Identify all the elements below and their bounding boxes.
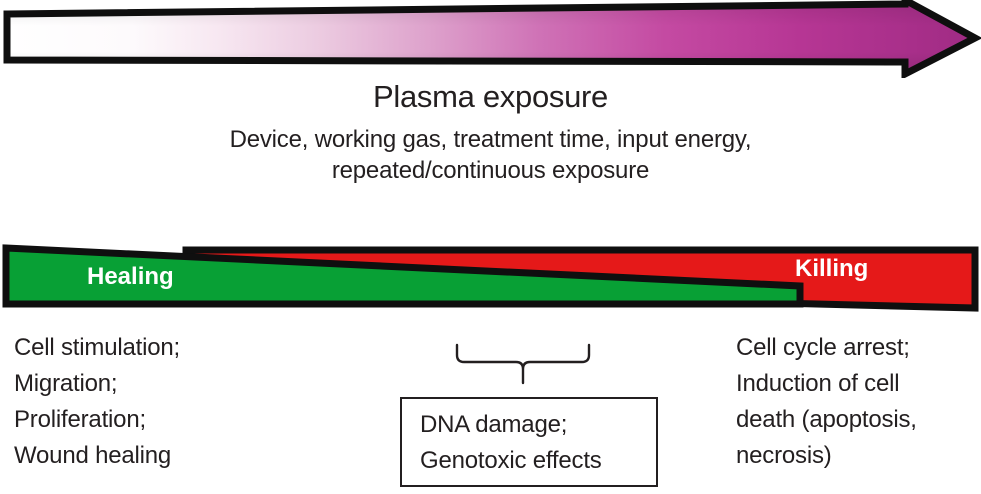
healing-effects-list: Cell stimulation; Migration; Proliferati… (14, 330, 344, 474)
curly-brace-icon (452, 342, 594, 386)
intermediate-effects-box: DNA damage; Genotoxic effects (400, 397, 658, 487)
list-item: Migration; (14, 370, 118, 397)
brace-graphic (455, 343, 591, 385)
list-item: Wound healing (14, 442, 172, 469)
list-item: Proliferation; (14, 406, 146, 433)
healing-wedge-label: Healing (87, 263, 174, 290)
title-block: Plasma exposure Device, working gas, tre… (0, 78, 981, 186)
intermediate-effects-list: DNA damage; Genotoxic effects (402, 399, 656, 479)
arrow-shading (7, 0, 975, 74)
plasma-exposure-gradient-arrow (0, 0, 981, 78)
healing-wedge (2, 244, 804, 308)
killing-effects-list: Cell cycle arrest; Induction of cell dea… (736, 330, 981, 474)
page-title: Plasma exposure (372, 79, 608, 114)
list-item: Cell cycle arrest; (736, 334, 910, 361)
healing-killing-wedges: Healing Killing (0, 236, 981, 316)
list-item: DNA damage; (420, 411, 568, 438)
list-item: Induction of cell (736, 370, 900, 397)
brace-path (455, 343, 591, 385)
gradient-arrow-graphic (3, 0, 981, 78)
wedges-graphic: Healing Killing (2, 244, 979, 312)
list-item: necrosis) (736, 442, 832, 469)
subtitle-line: Device, working gas, treatment time, inp… (229, 126, 752, 153)
killing-wedge-label: Killing (795, 255, 868, 282)
list-item: death (apoptosis, (736, 406, 917, 433)
subtitle-block: Device, working gas, treatment time, inp… (0, 124, 981, 186)
list-item: Genotoxic effects (420, 447, 602, 474)
subtitle-line: repeated/continuous exposure (331, 157, 650, 184)
list-item: Cell stimulation; (14, 334, 180, 361)
